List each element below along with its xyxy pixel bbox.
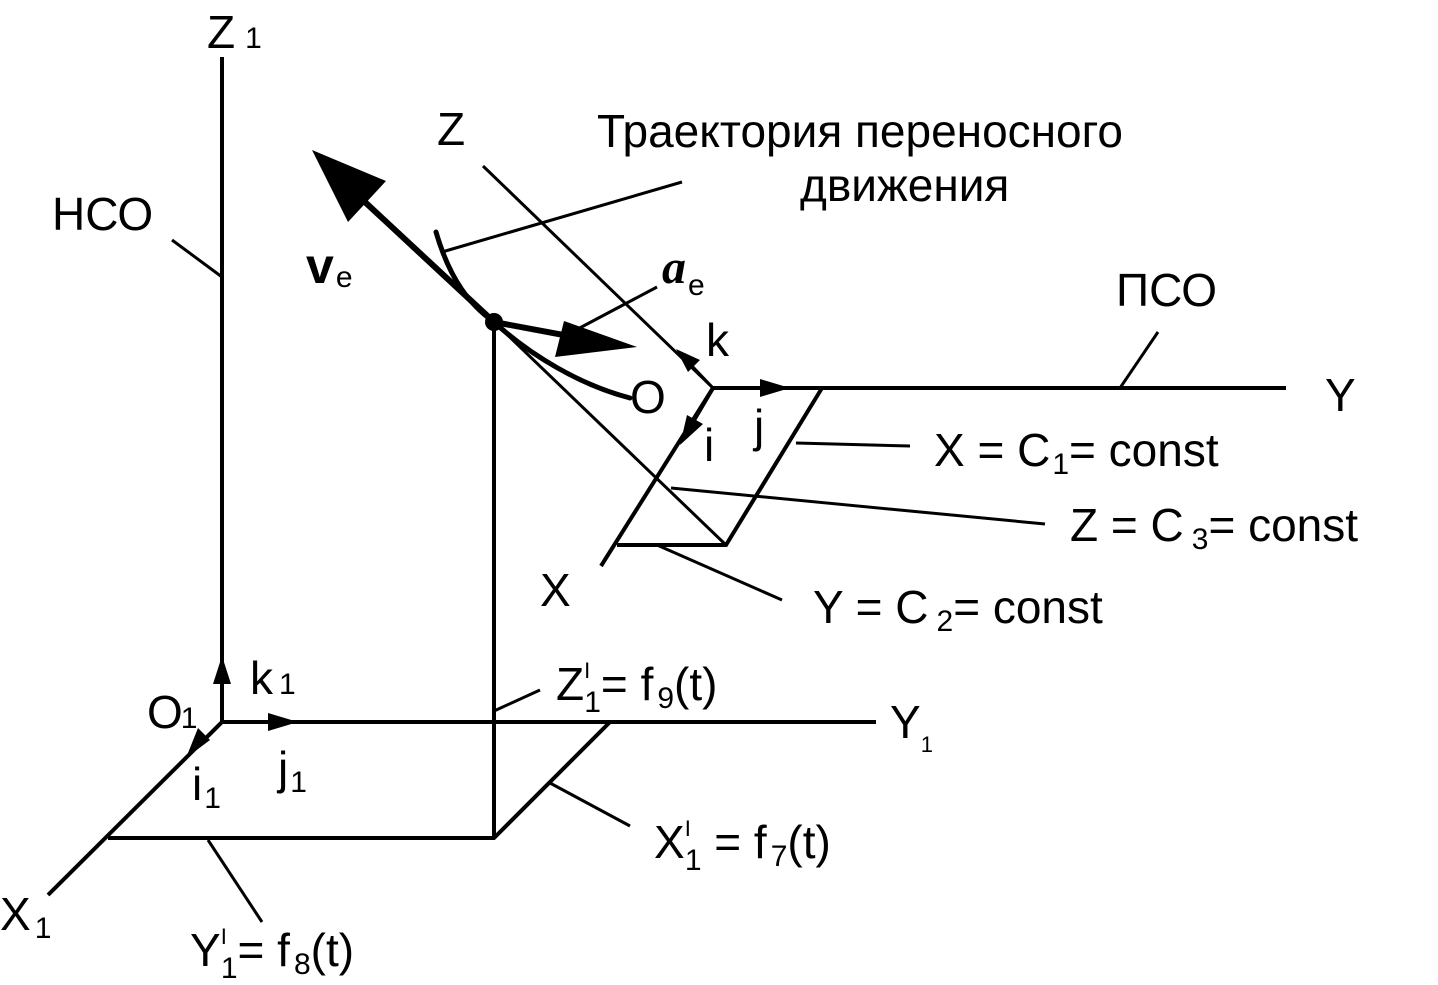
hso-label: НСО: [52, 188, 153, 240]
i-label: i: [704, 419, 714, 471]
trajectory-leader: [441, 180, 683, 254]
z-axis-line: [481, 164, 715, 390]
k-unit-vector: [676, 349, 715, 390]
eq-z-leader: [670, 486, 1046, 526]
hso-leader: [171, 238, 223, 279]
trajectory-curve: [433, 229, 633, 401]
velocity-vector: [312, 150, 497, 325]
moving-point: [485, 313, 503, 331]
k1-unit-vector: [213, 656, 231, 722]
ve-label: ve: [306, 238, 353, 294]
j1-label: j1: [276, 742, 307, 799]
i1-label: i1: [192, 758, 221, 815]
y1-axis-label: Y1: [890, 696, 933, 757]
j1-unit-vector: [222, 713, 298, 731]
origin-o1-label: O1: [147, 686, 197, 738]
origin-o-label: O: [630, 371, 666, 423]
y-axis-label: Y: [1325, 369, 1356, 421]
eq-z1-leader: [493, 688, 541, 713]
eq-y1-leader: [206, 839, 264, 923]
j-unit-vector: [713, 379, 790, 397]
trajectory-label: Траектория переносного движения: [597, 105, 1136, 211]
z-axis-label: Z: [437, 103, 465, 155]
eq-x1-leader: [549, 781, 631, 828]
eq-x-label: X = C1= const: [934, 424, 1219, 481]
k-label: k: [706, 314, 730, 366]
pso-leader: [1118, 331, 1160, 389]
ae-label: ae: [662, 241, 705, 302]
j-label: j: [752, 400, 764, 452]
i1-unit-vector: [186, 720, 224, 758]
z-plane-diagonal: [492, 320, 728, 547]
x-axis-label: X: [540, 564, 571, 616]
base-projection-parallelogram: [108, 720, 612, 840]
pso-label: ПСО: [1116, 264, 1217, 316]
i-unit-vector: [680, 386, 715, 445]
ae-leader: [573, 285, 658, 333]
eq-y-leader: [656, 543, 783, 602]
eq-x-leader: [795, 441, 911, 448]
